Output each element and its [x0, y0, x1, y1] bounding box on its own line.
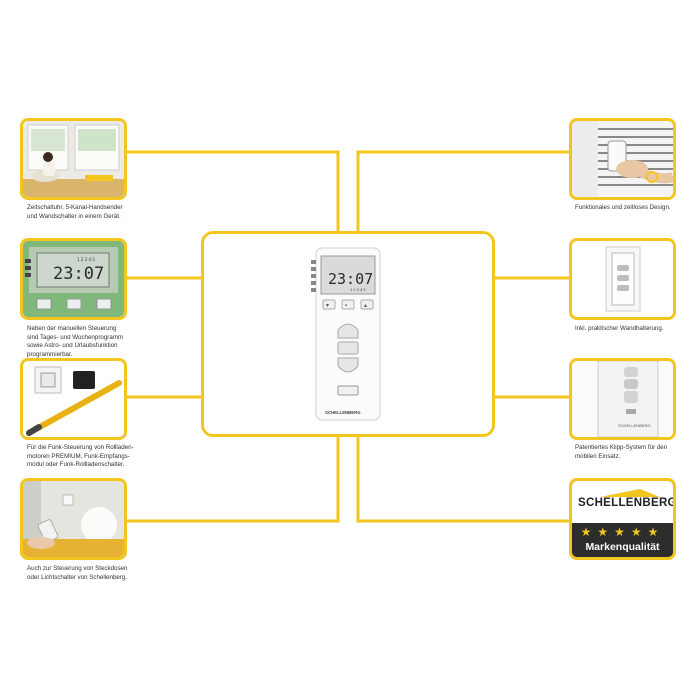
clip-system-photo: SCHELLENBERG	[572, 361, 673, 437]
down-button[interactable]	[322, 299, 336, 310]
channel-button[interactable]	[337, 385, 359, 396]
wall-mount-photo	[572, 241, 673, 317]
connector-left-1	[127, 150, 340, 231]
window-photo	[572, 121, 673, 197]
lamp-photo	[23, 481, 124, 557]
caption-right-3: Patentiertes Klipp-System für den mobile…	[575, 444, 668, 460]
card-motor	[20, 358, 127, 440]
center-product-card: 23:07 1 2 3 4 5 ▾ ▪ ▴ SCHELLENBERG	[201, 231, 495, 437]
caption-right-2: Inkl. praktischer Wandhalterung.	[575, 325, 664, 332]
connector-right-1	[356, 150, 569, 231]
card-wall-mount	[569, 238, 676, 320]
card-window	[569, 118, 676, 200]
connector-right-4	[356, 437, 569, 523]
big-down-button[interactable]	[337, 357, 359, 373]
svg-text:23:07: 23:07	[53, 264, 104, 284]
brand-badge: SCHELLENBERG ★★★★★ Markenqualität	[569, 478, 676, 560]
brand-header: SCHELLENBERG	[572, 481, 673, 523]
motor-photo	[23, 361, 124, 437]
caption-left-1: Zeitschaltuhr, 5-Kanal-Handsender und Wa…	[27, 204, 123, 220]
card-lamp	[20, 478, 127, 560]
svg-text:▾: ▾	[326, 303, 329, 309]
caption-left-3: Für die Funk-Steuerung von Rollladen- mo…	[27, 444, 134, 469]
display-time: 23:07	[328, 270, 373, 288]
big-stop-button[interactable]	[337, 341, 359, 355]
remote-control: 23:07 1 2 3 4 5 ▾ ▪ ▴ SCHELLENBERG	[311, 247, 381, 421]
big-up-button[interactable]	[337, 323, 359, 339]
display-days: 1 2 3 4 5	[350, 288, 366, 292]
up-button[interactable]	[360, 299, 374, 310]
rating-stars: ★★★★★	[580, 525, 665, 539]
svg-text:▪: ▪	[345, 303, 347, 309]
caption-left-4: Auch zur Steuerung von Steckdosen oder L…	[27, 565, 128, 581]
brand-tagline: Markenqualität	[585, 541, 660, 553]
circuit-board-photo: 23:07 1 2 3 4 5	[23, 241, 124, 317]
roof-logo-icon	[600, 489, 660, 497]
card-clip-system: SCHELLENBERG	[569, 358, 676, 440]
svg-text:▴: ▴	[364, 303, 367, 309]
card-living-room	[20, 118, 127, 200]
caption-left-2: Neben der manuellen Steuerung sind Tages…	[27, 325, 124, 358]
card-circuit-board: 23:07 1 2 3 4 5	[20, 238, 127, 320]
connector-left-4	[127, 437, 340, 523]
svg-text:1 2 3 4 5: 1 2 3 4 5	[77, 257, 95, 262]
svg-text:SCHELLENBERG: SCHELLENBERG	[618, 423, 650, 428]
caption-right-1: Funktionales und zeitloses Design.	[575, 204, 671, 211]
stop-button[interactable]	[341, 299, 355, 310]
living-room-photo	[23, 121, 124, 197]
remote-brand: SCHELLENBERG	[325, 410, 361, 415]
brand-name: SCHELLENBERG	[578, 497, 676, 509]
